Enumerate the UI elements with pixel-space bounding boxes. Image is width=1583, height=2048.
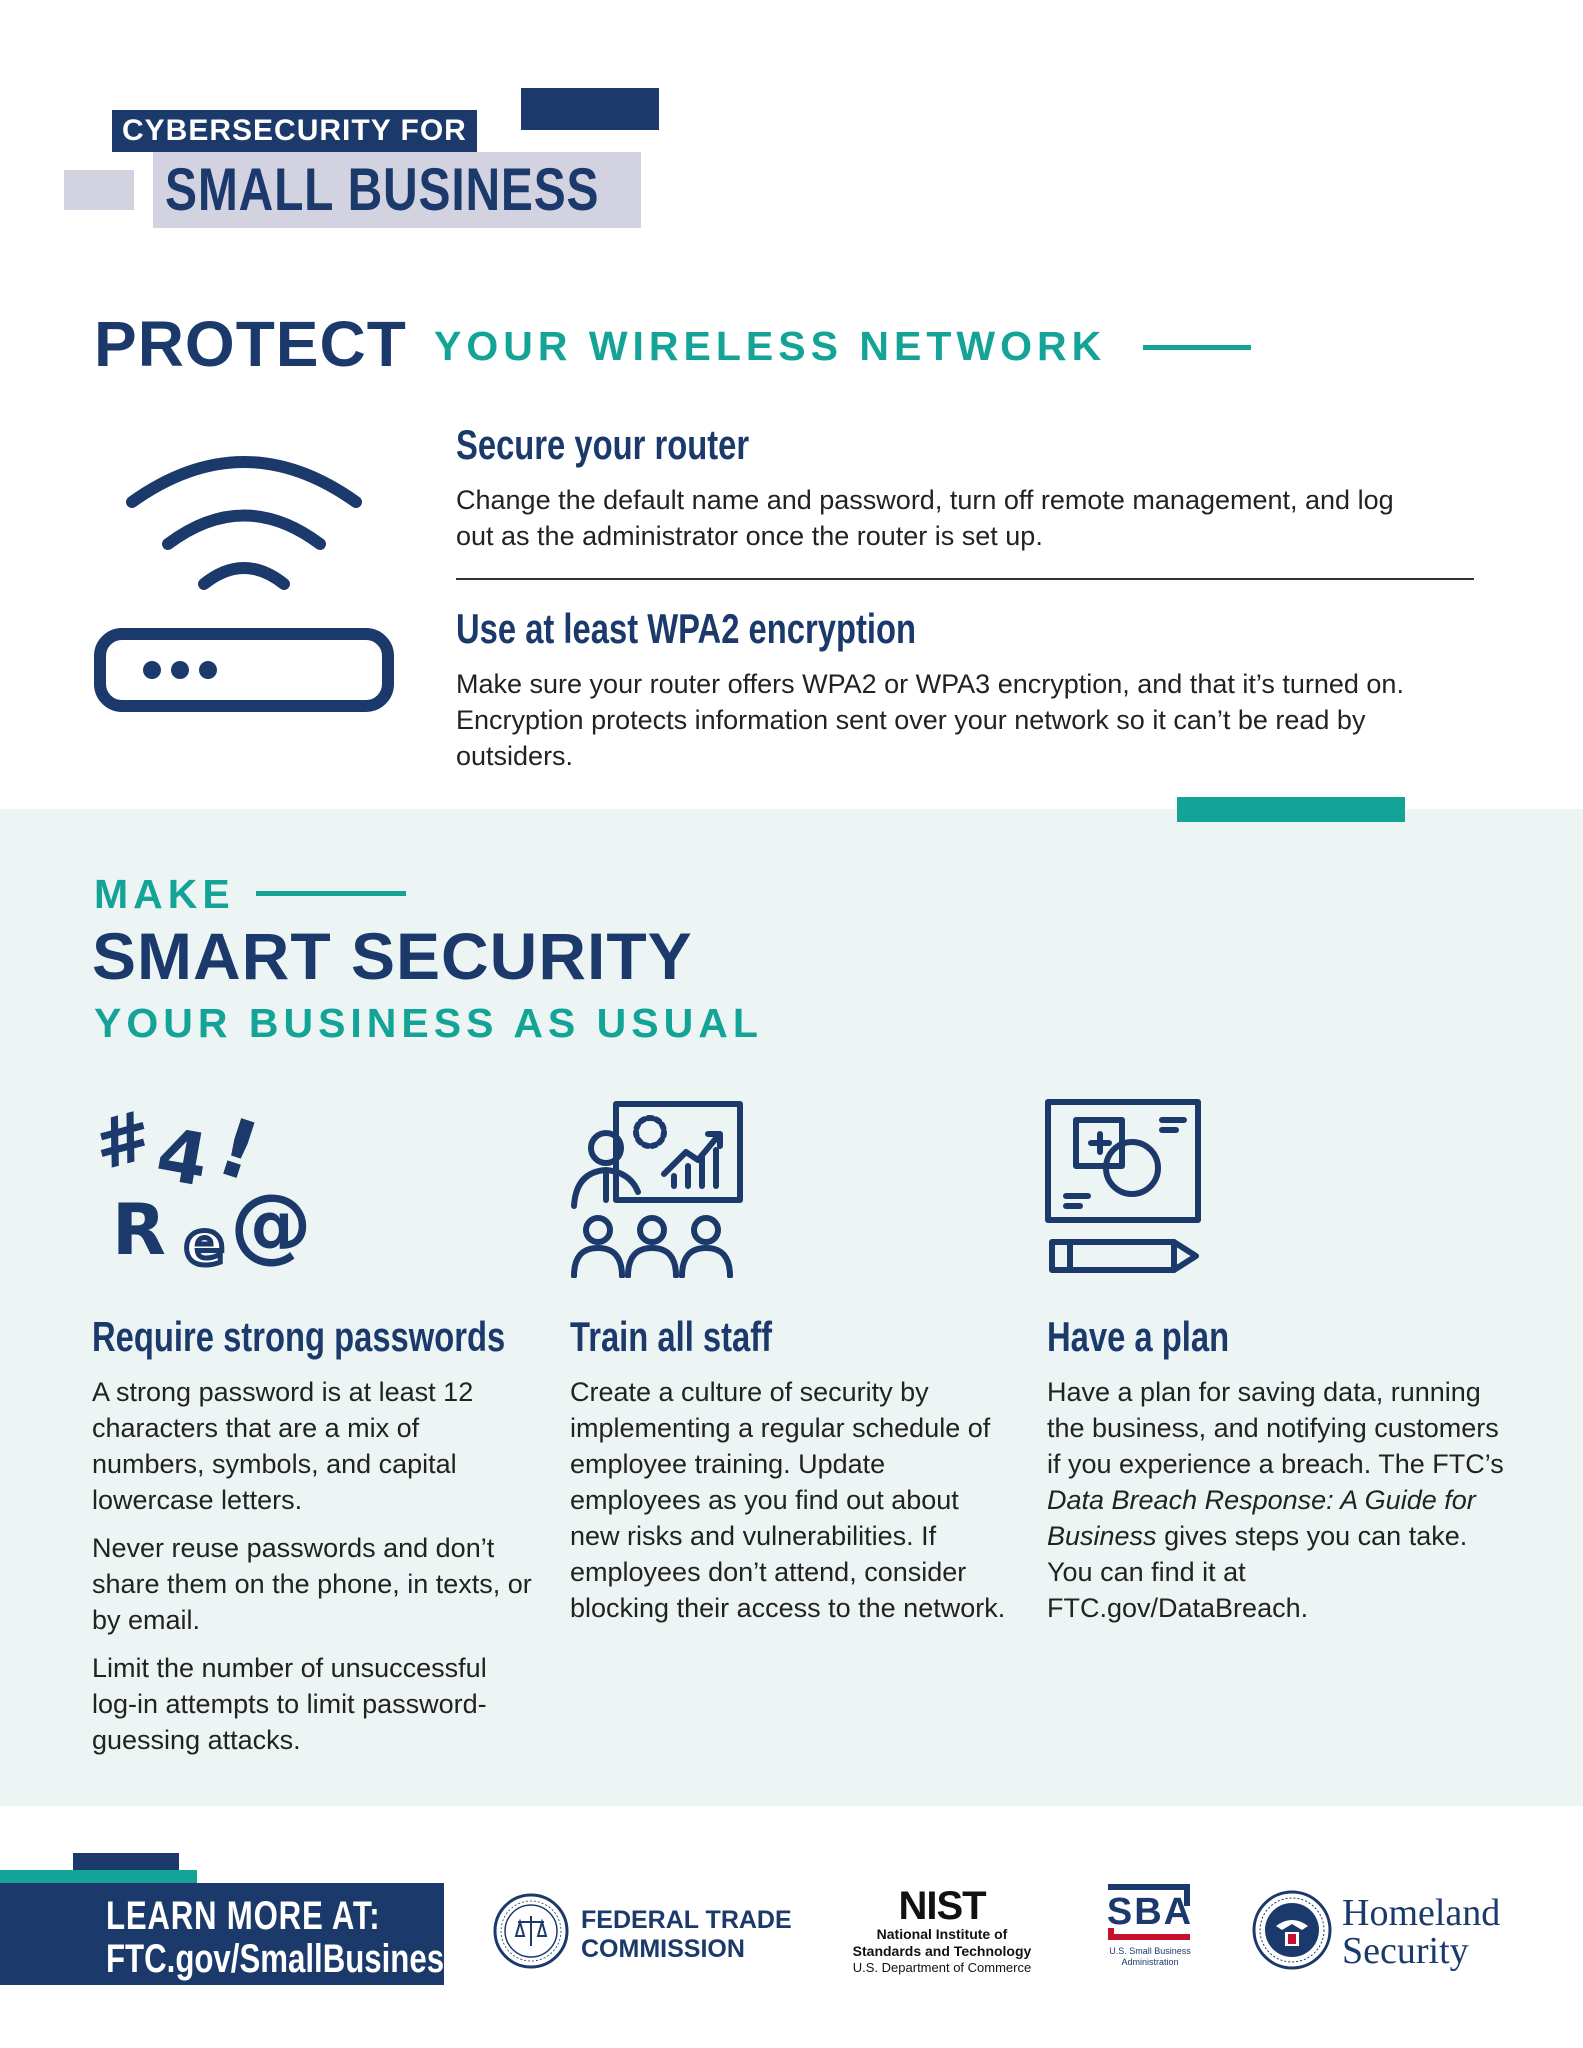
smart-security-panel bbox=[0, 809, 1583, 1806]
ftc-seal-icon bbox=[493, 1893, 569, 1969]
col-plan-text: Have a plan for saving data, running the… bbox=[1047, 1374, 1507, 1638]
col-passwords-title: Require strong passwords bbox=[92, 1313, 506, 1360]
ftc-name: FEDERAL TRADE COMMISSION bbox=[581, 1906, 792, 1964]
dhs-name-line2: Security bbox=[1342, 1930, 1469, 1972]
smart-heading-bottom: YOUR BUSINESS AS USUAL bbox=[94, 1000, 763, 1046]
col-plan-title: Have a plan bbox=[1047, 1313, 1230, 1360]
dhs-seal-icon bbox=[1252, 1890, 1332, 1970]
wifi-router-icon bbox=[94, 456, 394, 712]
encryption-item-text: Make sure your router offers WPA2 or WPA… bbox=[456, 669, 1404, 771]
nist-line2: Standards and Technology bbox=[852, 1943, 1032, 1959]
smart-heading-top: MAKE bbox=[94, 871, 235, 917]
footer-accent-bar bbox=[73, 1853, 179, 1871]
nist-line1: National Institute of bbox=[876, 1926, 1008, 1942]
divider bbox=[456, 578, 1474, 580]
col-train-text: Create a culture of security by implemen… bbox=[570, 1374, 1006, 1638]
footer-learn-more: LEARN MORE AT: bbox=[106, 1894, 381, 1938]
heading-rule bbox=[1143, 345, 1251, 350]
glyph-at: @ bbox=[230, 1177, 312, 1272]
glyph-r: R bbox=[112, 1189, 166, 1271]
col-train-p1: Create a culture of security by implemen… bbox=[570, 1377, 1006, 1623]
glyph-e: e bbox=[184, 1209, 225, 1276]
header-title-box bbox=[153, 152, 641, 228]
footer-accent-bar-teal bbox=[0, 1870, 197, 1883]
nist-logo: NIST National Institute of Standards and… bbox=[842, 1886, 1042, 1976]
sba-logo: SBA U.S. Small Business Administration bbox=[1098, 1884, 1202, 1968]
nist-mark: NIST bbox=[898, 1884, 986, 1928]
ftc-name-line1: FEDERAL TRADE bbox=[581, 1906, 792, 1934]
header-accent-bar bbox=[521, 88, 659, 130]
col-plan-text-before: Have a plan for saving data, running the… bbox=[1047, 1377, 1504, 1479]
col-passwords-p1: A strong password is at least 12 charact… bbox=[92, 1377, 474, 1515]
footer-url-link[interactable]: FTC.gov/SmallBusiness bbox=[106, 1937, 462, 1981]
nist-line3: U.S. Department of Commerce bbox=[852, 1960, 1032, 1975]
col-passwords-text: A strong password is at least 12 charact… bbox=[92, 1374, 532, 1770]
col-train-title: Train all staff bbox=[570, 1313, 773, 1360]
col-plan-text-after: gives steps you can take. You can find i… bbox=[1047, 1521, 1468, 1623]
sba-mark: SBA bbox=[1106, 1891, 1194, 1933]
header-title: SMALL BUSINESS bbox=[165, 156, 600, 223]
router-item-text: Change the default name and password, tu… bbox=[456, 485, 1394, 551]
col-passwords-p3: Limit the number of unsuccessful log-in … bbox=[92, 1653, 487, 1755]
glyph-hash: # bbox=[92, 1096, 161, 1187]
dhs-name: Homeland Security bbox=[1342, 1894, 1500, 1970]
header-kicker: CYBERSECURITY FOR bbox=[112, 110, 477, 152]
wireless-heading-strong: PROTECT bbox=[94, 308, 407, 380]
heading-rule bbox=[256, 891, 406, 896]
sba-line2: Administration bbox=[1121, 1957, 1179, 1967]
header-accent-bar-light bbox=[64, 170, 134, 210]
wireless-heading-rest: YOUR WIRELESS NETWORK bbox=[434, 323, 1107, 369]
dhs-name-line1: Homeland bbox=[1342, 1892, 1501, 1934]
password-symbols-icon: # 4 ! R e @ bbox=[92, 1096, 312, 1276]
training-presentation-icon bbox=[571, 1101, 743, 1278]
smart-heading-main: SMART SECURITY bbox=[92, 919, 693, 993]
col-plan-guide-title: Data Breach Response: A Guide for Busine… bbox=[1047, 1485, 1476, 1551]
col-passwords-p2: Never reuse passwords and don’t share th… bbox=[92, 1533, 532, 1635]
plan-whiteboard-icon bbox=[1045, 1099, 1201, 1273]
panel-accent-tab bbox=[1177, 797, 1405, 822]
router-item-title: Secure your router bbox=[456, 421, 750, 468]
ftc-name-line2: COMMISSION bbox=[581, 1935, 745, 1963]
footer-learn-box bbox=[0, 1883, 444, 1985]
encryption-item-title: Use at least WPA2 encryption bbox=[456, 605, 916, 652]
sba-line1: U.S. Small Business bbox=[1109, 1946, 1191, 1956]
